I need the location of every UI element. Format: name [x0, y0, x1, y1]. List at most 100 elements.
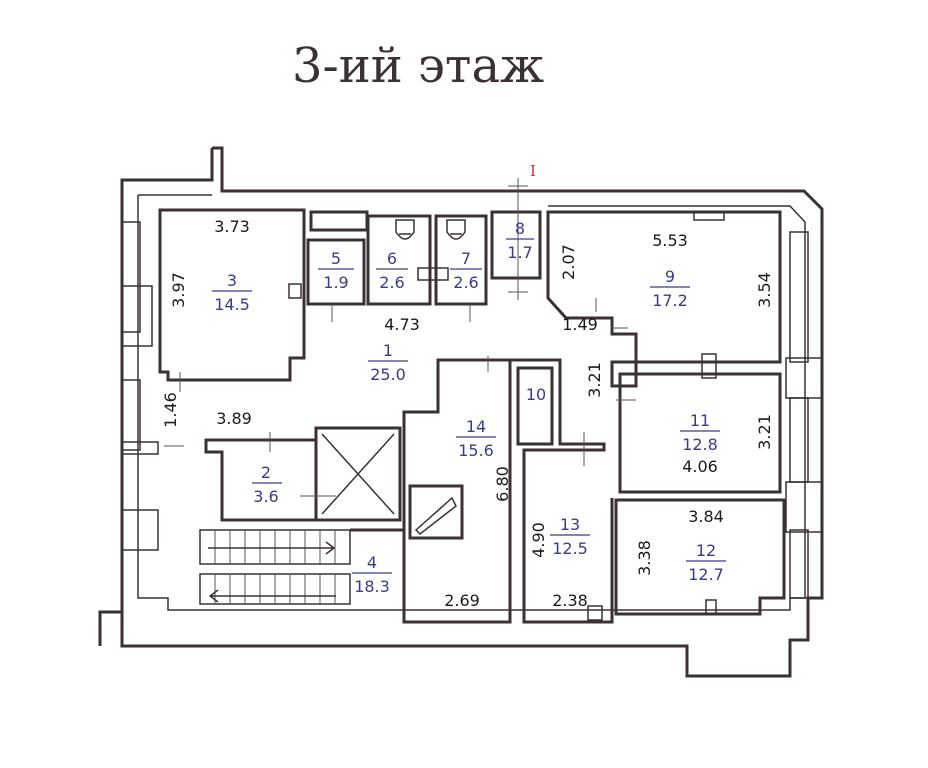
room-13-area-value: 12.5	[552, 539, 588, 558]
plan-title: 3-ий этаж	[292, 38, 544, 94]
room-10-walls	[516, 366, 554, 446]
room-3-area-value: 14.5	[214, 295, 250, 314]
section-mark-label: I	[530, 162, 536, 180]
window-right-4	[785, 481, 823, 533]
room-11-walls	[618, 372, 782, 494]
window-left-4	[121, 441, 159, 455]
room-8-walls	[490, 210, 542, 280]
wc-divider-mark	[417, 267, 449, 281]
room-13-walls	[510, 358, 614, 624]
room-10-number: 10	[526, 385, 546, 404]
room-2-area-value: 3.6	[253, 487, 278, 506]
room-2-walls	[204, 438, 318, 522]
room-4-area: 4 18.3	[352, 553, 392, 596]
room-7-walls	[434, 214, 488, 306]
dimension-hall-width: 1.49	[562, 315, 598, 334]
room-7-area: 7 2.6	[450, 249, 482, 292]
dimension-room3-height: 3.97	[169, 272, 188, 308]
window-right-2	[785, 357, 823, 399]
room-7-area-value: 2.6	[453, 273, 478, 292]
dimension-corridor-width: 4.73	[384, 315, 420, 334]
window-right-1	[789, 231, 809, 363]
dimension-room3-width: 3.73	[214, 217, 250, 236]
room-7-number: 7	[461, 249, 471, 268]
dimension-room9-width: 5.53	[652, 231, 688, 250]
room-6-area-value: 2.6	[379, 273, 404, 292]
room-13-area: 13 12.5	[550, 515, 590, 558]
window-left-5	[121, 509, 159, 551]
room-3-walls	[158, 208, 306, 382]
dimension-room9-height: 3.54	[755, 272, 774, 308]
window-left-3	[121, 379, 141, 451]
room-6-area: 6 2.6	[376, 249, 408, 292]
dimension-room11-height: 3.21	[755, 414, 774, 450]
window-right-5	[789, 529, 809, 599]
outer-wall-inner-line	[137, 194, 806, 611]
room-10-area: 10	[526, 385, 546, 404]
dimension-hall-height: 3.21	[585, 362, 604, 398]
stair-wall	[350, 528, 406, 622]
room-1-area: 1 25.0	[368, 341, 408, 384]
corridor-bench	[309, 210, 369, 232]
room-13-number: 13	[560, 515, 580, 534]
window-left-2	[121, 285, 153, 347]
dimension-corridor-lower-width: 3.89	[216, 409, 252, 428]
room-14-duct-door	[414, 496, 457, 535]
room-14-area-value: 15.6	[458, 441, 494, 460]
dimension-room14-width: 2.69	[444, 591, 480, 610]
room-1-area-value: 25.0	[370, 365, 406, 384]
room-2-number: 2	[261, 463, 271, 482]
dimension-room12-height: 3.38	[635, 540, 654, 576]
room-11-area: 11 12.8	[680, 411, 720, 454]
toilet-6-icon	[395, 219, 415, 240]
dimension-room13-height: 4.90	[529, 522, 548, 558]
room-12-area-value: 12.7	[688, 565, 724, 584]
room-8-number: 8	[515, 219, 525, 238]
room-2-area: 2 3.6	[252, 463, 282, 506]
window-left-1	[121, 221, 141, 333]
room-3-outlet	[288, 283, 302, 299]
room-9-area: 9 17.2	[650, 267, 690, 310]
room-5-number: 5	[331, 249, 341, 268]
room-12-number: 12	[696, 541, 716, 560]
room-11-area-value: 12.8	[682, 435, 718, 454]
toilet-7-icon	[446, 219, 466, 240]
room-4-area-value: 18.3	[354, 577, 390, 596]
room-4-number: 4	[367, 553, 377, 572]
dimension-room13-width: 2.38	[552, 591, 588, 610]
room-14-area: 14 15.6	[456, 417, 496, 460]
room-3-number: 3	[227, 271, 237, 290]
room-9-door-mark	[701, 353, 717, 379]
room-14-duct	[408, 484, 464, 540]
room-5-area: 5 1.9	[318, 249, 354, 292]
stair-arrow-up	[208, 541, 336, 555]
room-5-walls	[306, 238, 366, 306]
room-6-walls	[366, 214, 432, 306]
room-9-walls	[546, 210, 782, 364]
room-11-number: 11	[690, 411, 710, 430]
dimension-room9-left-height: 2.07	[559, 244, 578, 280]
dimension-room11-width: 4.06	[682, 457, 718, 476]
room-9-area-value: 17.2	[652, 291, 688, 310]
room-1-number: 1	[383, 341, 393, 360]
dimension-corridor-left-height: 1.46	[161, 392, 180, 428]
stair-arrow-down	[208, 589, 336, 603]
dimension-lines	[164, 298, 636, 497]
room-9-number: 9	[665, 267, 675, 286]
room-14-number: 14	[466, 417, 486, 436]
room-3-area: 3 14.5	[212, 271, 252, 314]
dimension-room14-height: 6.80	[493, 466, 512, 502]
room-5-area-value: 1.9	[323, 273, 348, 292]
stair-treads	[214, 530, 336, 604]
room-8-area-value: 1.7	[507, 243, 532, 262]
room-12-area: 12 12.7	[686, 541, 726, 584]
room-12-walls	[614, 498, 786, 616]
room-12-outlet	[705, 599, 717, 615]
elevator-cross	[321, 433, 395, 515]
room-8-area: 8 1.7	[506, 219, 534, 262]
room-6-number: 6	[387, 249, 397, 268]
room-13-outlet	[587, 605, 603, 621]
dimension-room12-width: 3.84	[688, 507, 724, 526]
